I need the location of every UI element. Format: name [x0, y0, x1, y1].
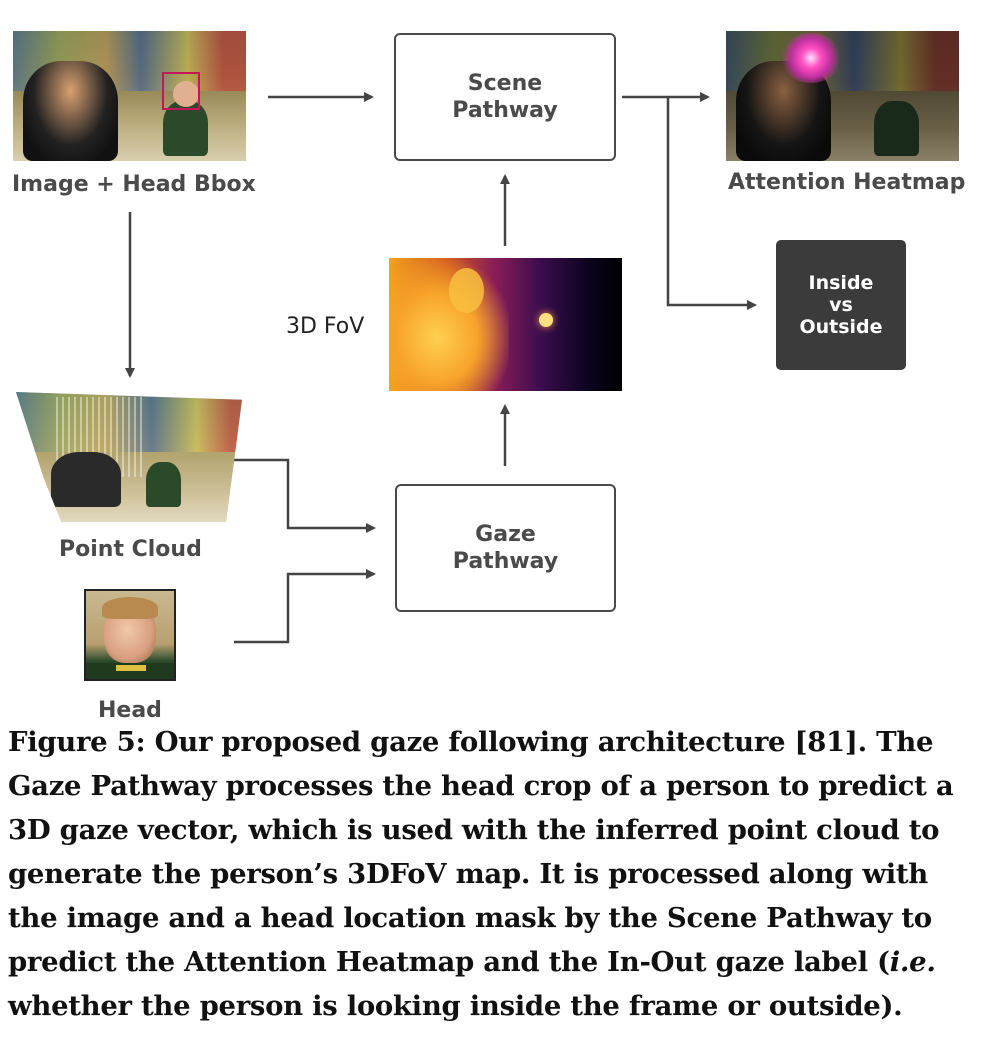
attention-heatmap-label: Attention Heatmap: [728, 170, 966, 195]
arrow-scene-to-inout: [666, 97, 757, 310]
point-cloud-image: [16, 392, 242, 522]
caption-italic: i.e.: [889, 946, 936, 978]
connectors: [125, 92, 757, 644]
head-crop-image: [84, 589, 176, 681]
fov-label: 3D FoV: [286, 314, 365, 339]
scene-pathway-box: Scene Pathway: [394, 33, 616, 161]
caption-prefix: Figure 5: Our proposed gaze following ar…: [8, 726, 954, 978]
attention-heatmap-image: [726, 31, 959, 161]
arrow-pointcloud-to-gaze: [234, 458, 376, 533]
gaze-pathway-label: Gaze Pathway: [452, 522, 559, 574]
inside-outside-label: Inside vs Outside: [799, 272, 883, 338]
gaze-pathway-box: Gaze Pathway: [395, 484, 616, 612]
scene-pathway-label: Scene Pathway: [452, 71, 558, 123]
caption-suffix: whether the person is looking inside the…: [8, 990, 903, 1022]
arrow-head-to-gaze: [234, 569, 376, 644]
fov-map-image: [389, 258, 622, 391]
heatmap-hotspot: [781, 33, 841, 83]
image-label: Image + Head Bbox: [12, 172, 256, 197]
figure-caption: Figure 5: Our proposed gaze following ar…: [8, 720, 978, 1028]
head-label: Head: [98, 698, 162, 723]
head-bbox: [162, 72, 200, 110]
input-image: [13, 31, 246, 161]
point-cloud-label: Point Cloud: [59, 537, 202, 562]
inside-outside-box: Inside vs Outside: [776, 240, 906, 370]
